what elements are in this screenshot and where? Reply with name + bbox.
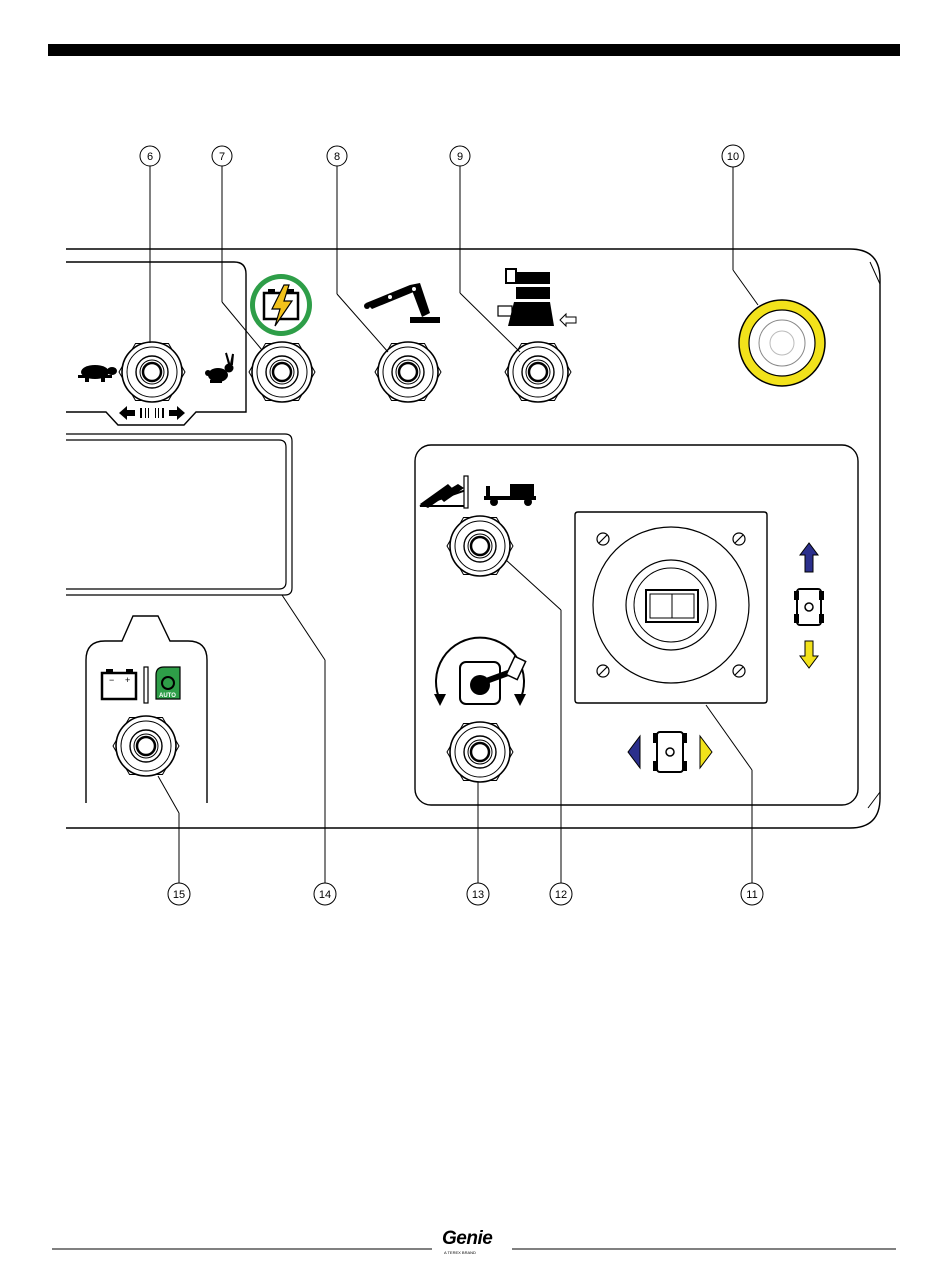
svg-text:12: 12 — [555, 889, 567, 901]
drive-mode-icon — [420, 476, 536, 508]
battery-plus-label: + — [125, 675, 130, 685]
battery-minus-label: − — [109, 675, 114, 685]
svg-text:13: 13 — [472, 889, 484, 901]
emergency-stop-button[interactable] — [739, 300, 825, 386]
svg-text:14: 14 — [319, 889, 331, 901]
turtle-icon — [78, 365, 117, 382]
lift-function-switch[interactable] — [375, 342, 441, 402]
machine-top-view-icon — [794, 589, 824, 625]
auto-label: AUTO — [159, 693, 176, 699]
callout-12: 12 — [550, 883, 572, 905]
drive-mode-switch[interactable] — [447, 516, 513, 576]
battery-charge-icon — [250, 274, 312, 336]
platform-stowed-icon — [498, 269, 576, 326]
battery-auto-icon: − + AUTO — [102, 667, 180, 703]
panel-edge-strip — [868, 262, 880, 808]
svg-text:9: 9 — [457, 151, 463, 163]
svg-text:7: 7 — [219, 151, 225, 163]
battery-charge-indicator[interactable] — [249, 342, 315, 402]
callout-7: 7 — [212, 146, 232, 166]
svg-text:11: 11 — [746, 889, 757, 901]
drive-enable-icon — [434, 638, 526, 706]
callout-11: 11 — [741, 883, 763, 905]
svg-text:10: 10 — [727, 151, 739, 163]
rabbit-icon — [205, 353, 234, 383]
reverse-arrow-icon — [800, 641, 818, 668]
callout-15: 15 — [168, 883, 190, 905]
svg-text:15: 15 — [173, 889, 185, 901]
forward-arrow-icon — [800, 543, 818, 572]
brand-tagline: A TEREX BRAND — [444, 1250, 476, 1255]
callout-8: 8 — [327, 146, 347, 166]
drive-enable-switch[interactable] — [447, 722, 513, 782]
svg-text:8: 8 — [334, 151, 340, 163]
svg-text:6: 6 — [147, 151, 153, 163]
callout-6: 6 — [140, 146, 160, 166]
speed-range-arrows-icon — [119, 406, 185, 420]
steer-left-right-icon — [628, 732, 712, 772]
genie-logo: Genie A TEREX BRAND — [438, 1228, 508, 1258]
drive-speed-switch[interactable] — [119, 342, 185, 402]
generator-switch[interactable] — [505, 342, 571, 402]
header-bar — [48, 44, 900, 56]
callout-9: 9 — [450, 146, 470, 166]
boom-lift-icon — [364, 283, 440, 323]
battery-auto-switch[interactable] — [113, 716, 179, 776]
joystick-rocker[interactable] — [646, 590, 698, 622]
display-frame — [66, 434, 292, 595]
callout-10: 10 — [722, 145, 744, 167]
brand-name: Genie — [442, 1228, 492, 1250]
callout-13: 13 — [467, 883, 489, 905]
callout-14: 14 — [314, 883, 336, 905]
leader-lines — [150, 166, 758, 883]
